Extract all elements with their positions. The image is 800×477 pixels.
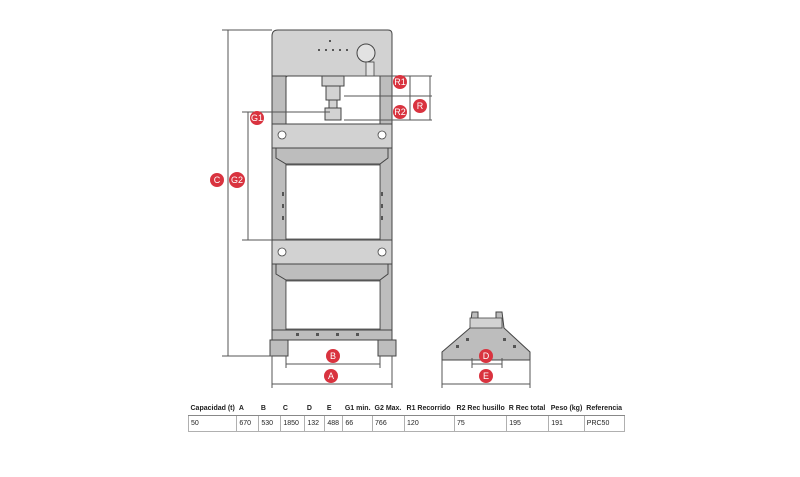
spec-table: Capacidad (t) A B C D E G1 min. G2 Max. … [187, 401, 625, 432]
header-r: R Rec total [506, 401, 549, 416]
header-d: D [304, 401, 325, 416]
dimension-lines [222, 29, 531, 388]
label-g2: G2 [231, 175, 243, 185]
header-r1: R1 Recorrido [404, 401, 455, 416]
badge-r: R [413, 99, 427, 113]
cell-r1: 120 [404, 415, 456, 432]
label-b: B [330, 351, 336, 361]
badge-a: A [324, 369, 338, 383]
label-r: R [417, 101, 424, 111]
label-a: A [328, 371, 334, 381]
header-g1: G1 min. [342, 401, 373, 416]
cell-a: 670 [236, 415, 260, 432]
header-peso: Peso (kg) [548, 401, 585, 416]
spec-header-row: Capacidad (t) A B C D E G1 min. G2 Max. … [188, 401, 625, 416]
table-row: 50 670 530 1850 132 488 66 766 120 75 19… [187, 415, 625, 432]
header-capacidad: Capacidad (t) [188, 401, 237, 416]
header-r2: R2 Rec husillo [454, 401, 507, 416]
badge-c: C [210, 173, 224, 187]
label-d: D [483, 351, 490, 361]
cell-d: 132 [304, 415, 326, 432]
label-c: C [214, 175, 221, 185]
header-referencia: Referencia [584, 401, 625, 416]
header-g2: G2 Max. [372, 401, 405, 416]
cell-r2: 75 [454, 415, 508, 432]
badge-r2: R2 [393, 105, 407, 119]
cell-referencia: PRC50 [583, 415, 625, 432]
label-g1: G1 [251, 113, 263, 123]
press-frame-diagram: C G2 G1 R1 R2 R B A D E [210, 29, 531, 388]
badge-b: B [326, 349, 340, 363]
header-c: C [280, 401, 305, 416]
cell-g2: 766 [372, 415, 406, 432]
badge-d: D [479, 349, 493, 363]
badge-g2: G2 [229, 172, 245, 188]
press-frame [269, 29, 397, 357]
header-b: B [258, 401, 281, 416]
cell-e: 488 [324, 415, 344, 432]
cell-c: 1850 [280, 415, 306, 432]
header-a: A [236, 401, 259, 416]
cell-b: 530 [258, 415, 282, 432]
label-r1: R1 [394, 77, 406, 87]
cell-r: 195 [506, 415, 550, 432]
badge-g1: G1 [250, 111, 264, 125]
cell-capacidad: 50 [187, 415, 238, 432]
cell-peso: 191 [548, 415, 585, 432]
badge-e: E [479, 369, 493, 383]
header-e: E [324, 401, 343, 416]
label-r2: R2 [394, 107, 406, 117]
badge-r1: R1 [393, 75, 407, 89]
cell-g1: 66 [342, 415, 374, 432]
label-e: E [483, 371, 489, 381]
